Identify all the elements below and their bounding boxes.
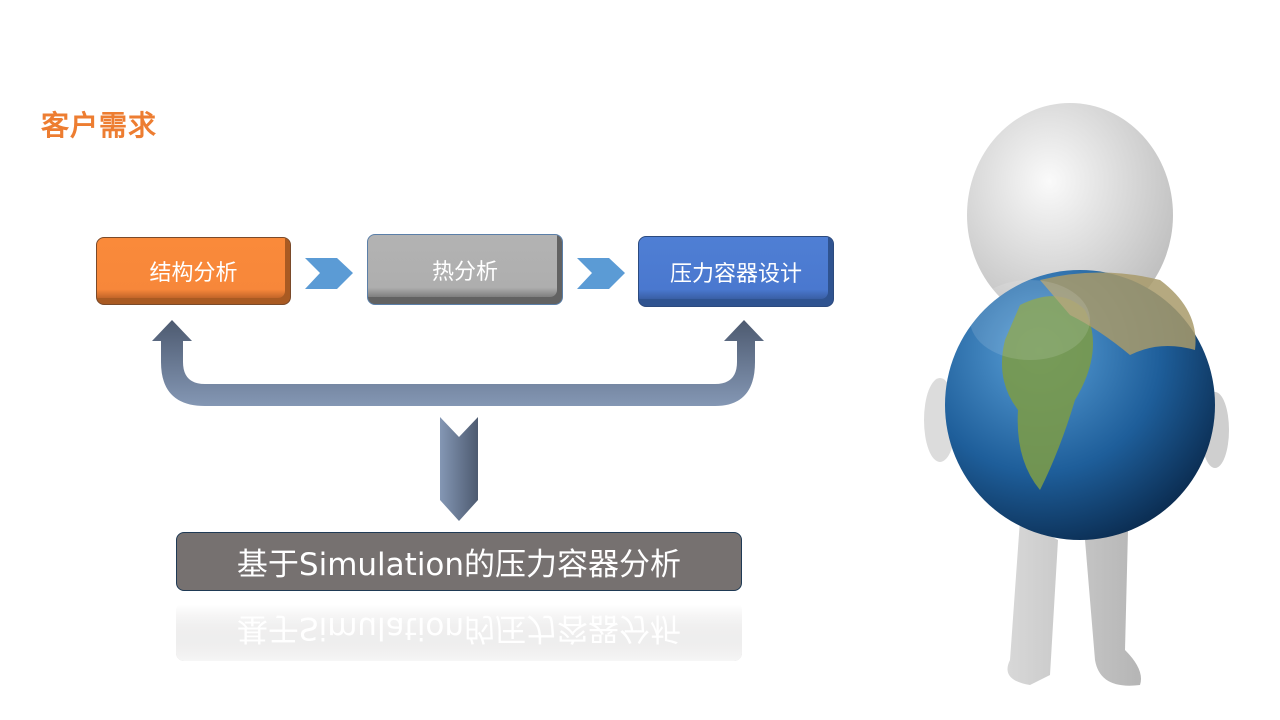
u-turn-arrow xyxy=(152,320,764,406)
step-structural-analysis: 结构分析 xyxy=(96,237,291,305)
result-box-reflection: 基于Simulation的压力容器分析 xyxy=(176,602,742,661)
result-box: 基于Simulation的压力容器分析 xyxy=(176,532,742,591)
step-pressure-vessel-design: 压力容器设计 xyxy=(638,236,834,307)
slide-title: 客户需求 xyxy=(41,109,158,142)
chevron-arrow-2 xyxy=(577,258,625,289)
globe-highlight xyxy=(970,280,1090,360)
continent-europe-asia xyxy=(1040,272,1196,355)
down-chevron-arrow xyxy=(440,417,478,521)
head xyxy=(967,103,1173,327)
continent-africa xyxy=(1001,296,1093,490)
legs xyxy=(1007,520,1141,686)
step-thermal-analysis: 热分析 xyxy=(367,234,563,305)
reflection-text: 基于Simulation的压力容器分析 xyxy=(236,610,682,646)
chevron-arrow-1 xyxy=(305,258,353,289)
person-holding-globe-illustration xyxy=(924,103,1229,686)
